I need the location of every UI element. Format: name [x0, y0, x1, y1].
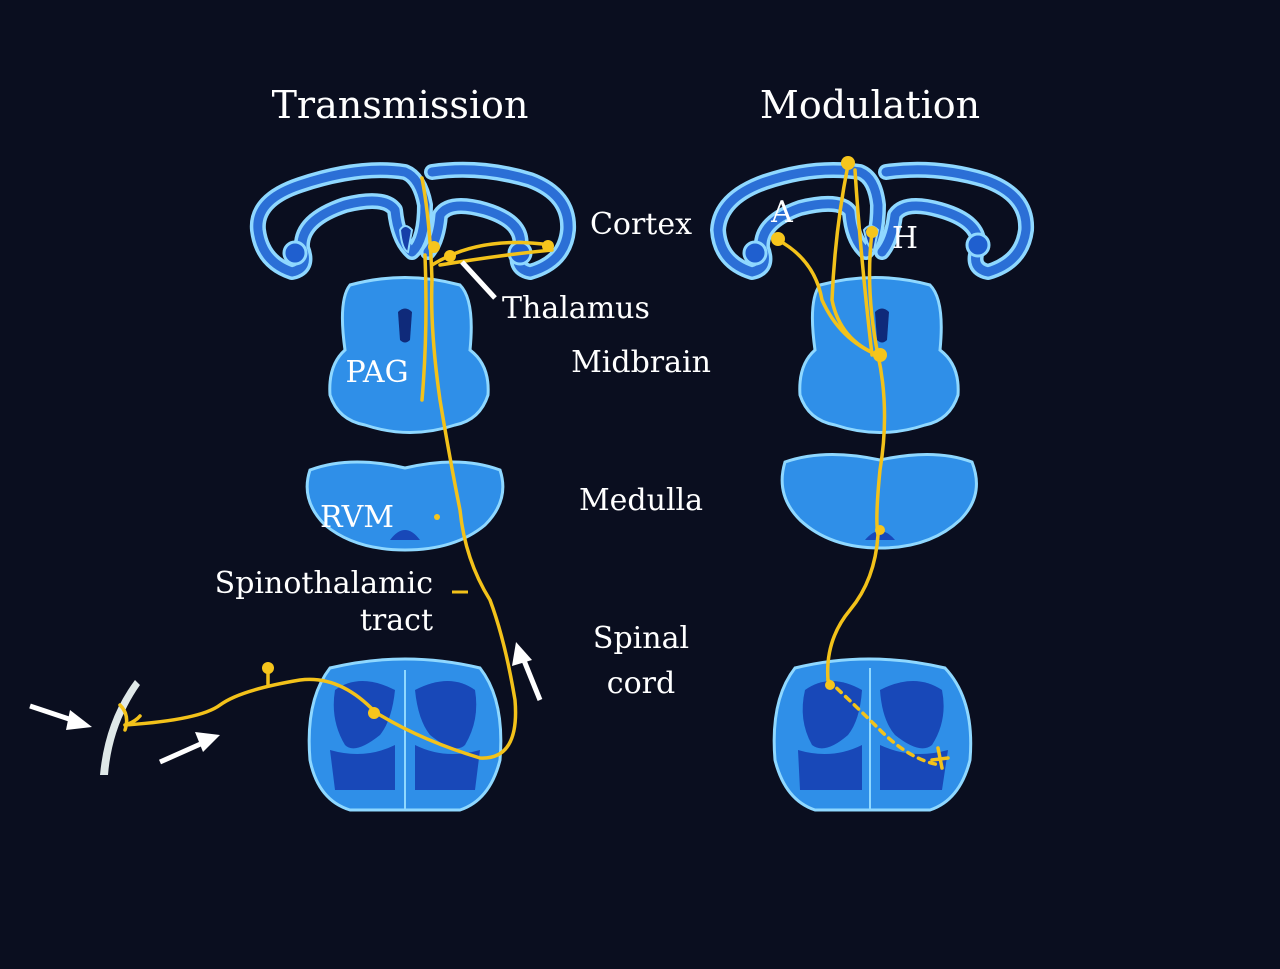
arrow-ascending [512, 642, 543, 701]
midbrain-left [328, 276, 490, 434]
cortex-left [249, 161, 577, 280]
modulation-panel: Modulation A H [710, 83, 1035, 812]
cortex-right [710, 161, 1035, 280]
medulla-label: Medulla [579, 483, 703, 518]
modulation-title: Modulation [760, 83, 980, 127]
a-label: A [770, 195, 793, 230]
h-label: H [892, 221, 918, 256]
spinothalamic-label-line2: tract [360, 603, 433, 638]
arrow-afferent [158, 732, 220, 765]
spinal-cord-right [772, 657, 973, 812]
transmission-panel: Transmission PAG RVM Thalamus Spinothala… [29, 83, 650, 812]
transmission-fibers [118, 176, 554, 760]
midbrain-label: Midbrain [571, 345, 711, 380]
modulation-fibers [771, 156, 950, 770]
spinal-cord-left [307, 657, 503, 812]
spinal-label-line1: Spinal [593, 621, 689, 656]
thalamus-label: Thalamus [502, 291, 650, 326]
pag-label: PAG [345, 355, 408, 390]
spinal-label-line2: cord [607, 666, 675, 701]
transmission-title: Transmission [272, 83, 529, 127]
rvm-label: RVM [320, 500, 394, 535]
cortex-label: Cortex [590, 207, 692, 242]
arrow-skin [29, 703, 92, 730]
spinothalamic-label-line1: Spinothalamic [215, 566, 433, 601]
center-labels: Cortex Midbrain Medulla Spinal cord [571, 207, 711, 701]
skin-patch [100, 680, 140, 775]
thalamus-pointer [460, 260, 497, 300]
